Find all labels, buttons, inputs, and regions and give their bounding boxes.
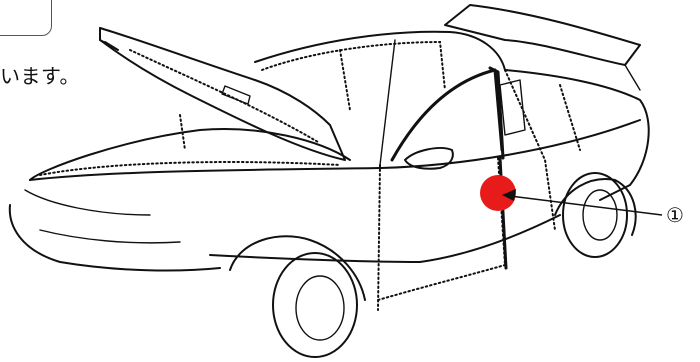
b-pillar — [488, 66, 505, 160]
trunk-lid-edge — [624, 64, 641, 91]
trunk-lid — [444, 4, 641, 66]
headlight — [24, 189, 151, 216]
front-door-seam — [377, 164, 381, 311]
seat-outline — [499, 79, 526, 136]
rear-rim — [582, 189, 618, 241]
red-dot-marker — [480, 175, 516, 211]
rear-tire — [562, 172, 628, 258]
hood-panel — [99, 27, 346, 161]
hood-seam — [129, 49, 319, 143]
callout-box — [0, 0, 52, 36]
rear-quarter-seam — [559, 84, 581, 151]
pointer-arrow — [502, 189, 663, 216]
rear-body — [504, 69, 650, 201]
rocker-line — [209, 214, 561, 263]
door-window-frame — [390, 68, 504, 162]
front-tire — [272, 252, 358, 358]
car-illustration — [8, 4, 650, 358]
fender-seam-2 — [179, 114, 186, 151]
beltline — [29, 119, 641, 181]
front-wheel-arch — [229, 235, 366, 301]
hood-latch — [221, 85, 251, 105]
door-bottom-seam — [377, 264, 506, 301]
front-fender — [29, 128, 351, 181]
caption-text: います。 — [0, 64, 80, 88]
rear-door-seam — [504, 69, 556, 231]
roof-line — [254, 30, 506, 71]
windshield-seam — [261, 40, 446, 91]
callout-number: ① — [666, 203, 684, 227]
front-bumper — [8, 204, 221, 272]
front-rim — [295, 275, 345, 341]
grille — [39, 229, 181, 244]
windshield-seam-2 — [339, 49, 351, 111]
hood-panel-underside — [99, 27, 119, 51]
a-pillar — [379, 39, 396, 166]
front-fender-seam — [39, 161, 341, 176]
side-mirror — [404, 147, 454, 170]
